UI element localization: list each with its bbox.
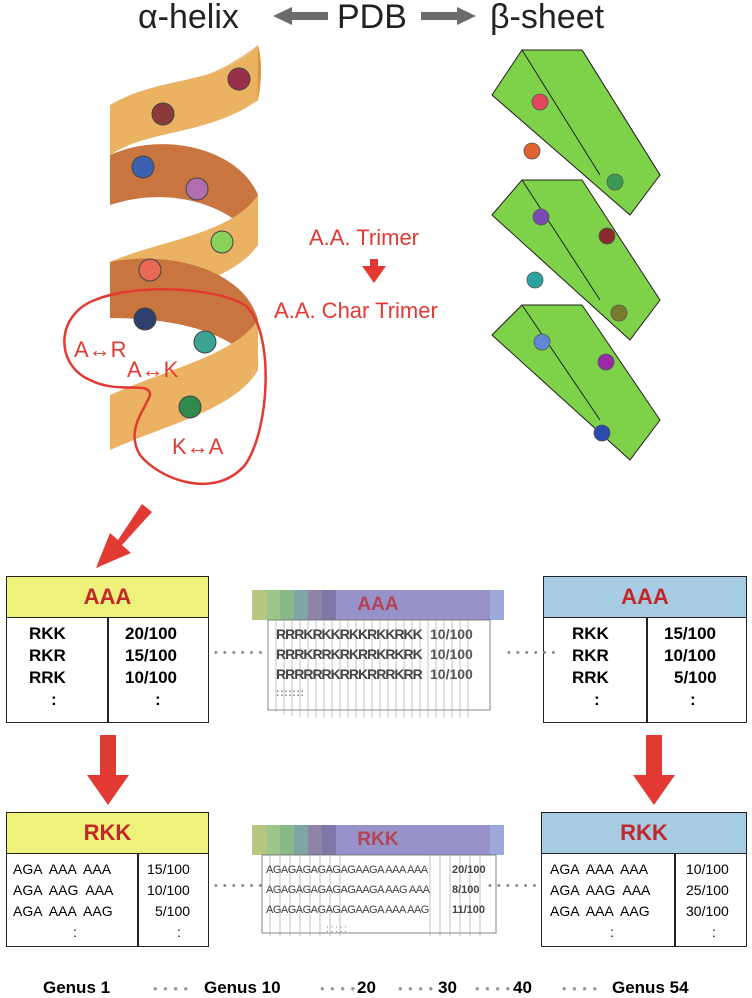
codon-card-right: RKK AGA AAA AAA AGA AAG AAA AGA AAA AAG …	[541, 812, 747, 947]
connector-dots: • • • • • •	[214, 880, 264, 892]
aa-char-trimer-label: A.A. Char Trimer	[274, 298, 438, 323]
beta-sheet-title: β-sheet	[490, 0, 605, 36]
genus-30-label: 30	[438, 978, 457, 997]
aa-card-right-ratios: 15/100 10/100 5/100 :	[664, 624, 717, 709]
codon-card-left-title: RKK	[7, 813, 208, 854]
codon-card-left: RKK AGA AAA AAA AGA AAG AAA AGA AAA AAG …	[6, 812, 209, 947]
alpha-helix-title: α-helix	[138, 0, 239, 36]
aa-card-middle-ratios: 10/100 10/100 10/100	[430, 626, 473, 682]
annotation-a-r: A↔R	[74, 337, 127, 362]
codon-card-left-codons: AGA AAA AAA AGA AAG AAA AGA AAA AAG :	[13, 861, 114, 940]
footer-dots: • • • •	[398, 981, 435, 996]
footer-dots: • • • •	[475, 981, 512, 996]
beta-sheet-graphic	[491, 49, 661, 461]
genus-40-label: 40	[513, 978, 532, 997]
trimer-down-arrow-icon	[362, 259, 386, 283]
annotation-a-k: A↔K	[127, 357, 179, 382]
codon-card-right-title: RKK	[542, 813, 746, 854]
codon-card-right-codons: AGA AAA AAA AGA AAG AAA AGA AAA AAG :	[550, 861, 651, 940]
codon-card-right-ratios: 10/100 25/100 30/100 :	[686, 861, 729, 940]
left-gray-arrow-icon	[273, 7, 328, 25]
codon-card-middle-ratios: 20/100 8/100 11/100	[452, 864, 486, 916]
connector-dots: • • • • • •	[214, 647, 264, 659]
footer-dots: • • • •	[153, 981, 190, 996]
aa-card-left: AAA RKK RKR RRK : 20/100 15/100 10/100 :	[6, 576, 209, 723]
pdb-title: PDB	[337, 0, 407, 36]
annotation-k-a: K↔A	[172, 434, 224, 459]
connector-dots: • • • • • •	[507, 647, 557, 659]
aa-card-left-codes: RKK RKR RRK :	[29, 624, 66, 709]
footer-dots: • • • •	[320, 981, 357, 996]
aa-card-right: AAA RKK RKR RRK : 15/100 10/100 5/100 :	[543, 576, 747, 723]
aa-card-middle-codes: RRRKRKKRKKRKKRKK RRRKRRKRKRRKRKRK RRRRRR…	[276, 626, 423, 699]
connector-dots: • • • • • •	[488, 880, 538, 892]
codon-card-middle-codons: AGAGAGAGAGAGAAGA AAA AAA AGAGAGAGAGAGAAG…	[266, 864, 430, 935]
aa-card-left-ratios: 20/100 15/100 10/100 :	[125, 624, 177, 709]
genus-10-label: Genus 10	[204, 978, 281, 997]
aa-card-left-title: AAA	[7, 577, 208, 618]
aa-card-right-codes: RKK RKR RRK :	[572, 624, 609, 709]
aa-card-right-title: AAA	[544, 577, 746, 618]
right-down-arrow-icon	[633, 735, 675, 805]
genus-1-label: Genus 1	[43, 978, 111, 997]
codon-card-left-ratios: 15/100 10/100 5/100 :	[147, 861, 191, 940]
genus-54-label: Genus 54	[612, 978, 689, 997]
genus-20-label: 20	[357, 978, 376, 997]
stacked-aaa-card	[252, 590, 504, 718]
right-gray-arrow-icon	[421, 7, 476, 25]
footer-dots: • • • •	[562, 981, 599, 996]
alpha-helix-graphic	[63, 45, 267, 485]
codon-card-middle-title: RKK	[357, 829, 399, 850]
stacked-rkk-card	[252, 825, 504, 936]
left-down-arrow-icon	[87, 735, 129, 805]
helix-to-card-arrow-icon	[96, 504, 152, 568]
aa-trimer-label: A.A. Trimer	[309, 225, 420, 250]
aa-card-middle-title: AAA	[357, 594, 399, 615]
